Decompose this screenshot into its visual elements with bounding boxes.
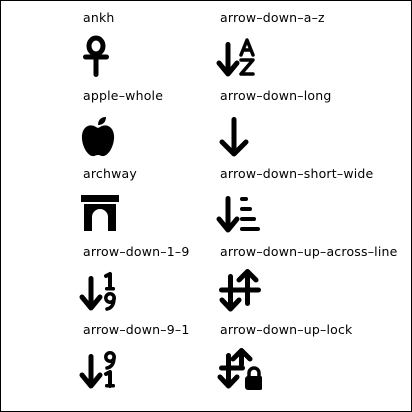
arrow-down-short-wide-icon (216, 191, 262, 237)
arrow-down-long-icon (216, 113, 262, 159)
icon-label-arrow-down-up-lock: arrow–down–up–lock (220, 322, 353, 337)
icon-label-apple-whole: apple–whole (83, 88, 164, 103)
archway-icon (79, 191, 125, 237)
icon-label-ankh: ankh (83, 10, 115, 25)
arrow-down-up-across-line-icon (216, 269, 262, 315)
icon-label-arrow-down-short-wide: arrow–down–short–wide (220, 166, 374, 181)
arrow-down-a-z-icon (216, 35, 262, 81)
arrow-down-up-lock-icon (216, 347, 262, 393)
apple-whole-icon (79, 113, 125, 159)
icon-label-arrow-down-long: arrow–down–long (220, 88, 332, 103)
icon-label-arrow-down-a-z: arrow–down–a–z (220, 10, 325, 25)
icon-label-arrow-down-1-9: arrow–down–1–9 (83, 244, 190, 259)
icon-label-arrow-down-9-1: arrow–down–9–1 (83, 322, 190, 337)
arrow-down-1-9-icon (79, 269, 125, 315)
ankh-icon (79, 35, 125, 81)
icon-label-arrow-down-up-across-line: arrow–down–up–across–line (220, 244, 398, 259)
icon-label-archway: archway (83, 166, 138, 181)
arrow-down-9-1-icon (79, 347, 125, 393)
